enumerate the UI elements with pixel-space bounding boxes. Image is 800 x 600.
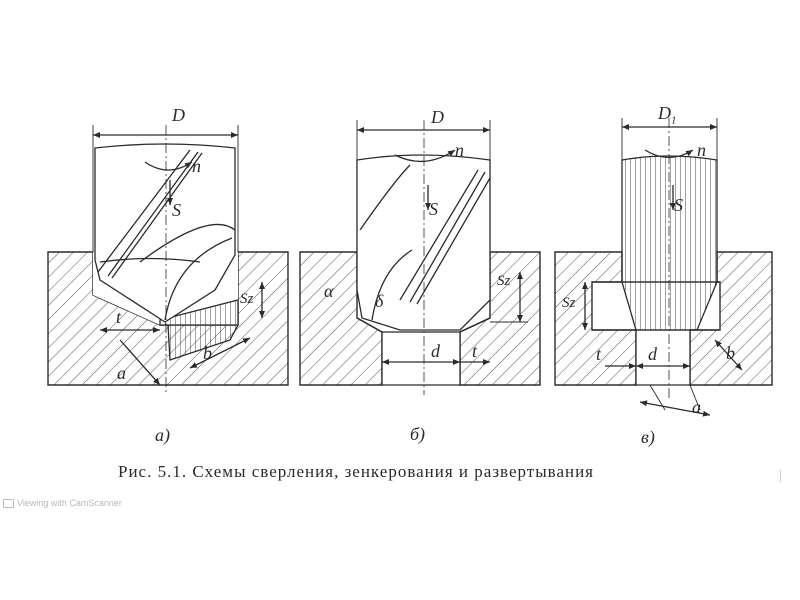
label-c-d: d — [648, 344, 657, 364]
label-b-alpha: α — [324, 281, 334, 301]
label-a-D: D — [172, 105, 185, 125]
label-a-Sz: Sz — [240, 291, 254, 307]
caption-c: в) — [641, 427, 655, 447]
label-c-a: a — [692, 397, 701, 417]
watermark: Viewing with CamScanner — [3, 498, 122, 509]
diagram-drilling — [47, 125, 289, 395]
caption-a: а) — [155, 425, 170, 445]
drill-body-a — [94, 143, 236, 323]
page-edge-mark — [780, 470, 781, 482]
label-c-D1: D1 — [658, 104, 677, 127]
label-c-D1-main: D — [658, 103, 671, 123]
label-a-S: S — [172, 200, 181, 220]
diagram-countersinking — [299, 120, 541, 395]
label-b-n: n — [455, 140, 464, 160]
label-b-Sz: Sz — [497, 273, 511, 289]
label-a-a: a — [117, 363, 126, 383]
tool-body-b — [356, 154, 491, 331]
label-b-S: S — [429, 199, 438, 219]
label-b-t: t — [472, 341, 478, 361]
scanner-icon — [3, 499, 14, 509]
figure-caption: Рис. 5.1. Схемы сверления, зенкерования … — [118, 462, 594, 481]
label-c-b: b — [726, 343, 735, 363]
label-b-D: D — [431, 107, 444, 127]
label-a-t: t — [116, 307, 122, 327]
label-c-S: S — [674, 195, 683, 215]
caption-b: б) — [410, 424, 426, 444]
label-c-Sz: Sz — [562, 295, 576, 311]
label-b-delta: δ — [375, 291, 384, 311]
reamer-body — [621, 155, 718, 283]
label-c-D1-sub: 1 — [671, 114, 677, 127]
label-c-n: n — [697, 140, 706, 160]
label-a-n: n — [192, 156, 201, 176]
label-c-t: t — [596, 344, 602, 364]
label-a-b: b — [203, 343, 212, 363]
diagram-reaming — [554, 118, 773, 417]
label-b-d: d — [431, 341, 440, 361]
watermark-text: Viewing with CamScanner — [17, 498, 122, 508]
